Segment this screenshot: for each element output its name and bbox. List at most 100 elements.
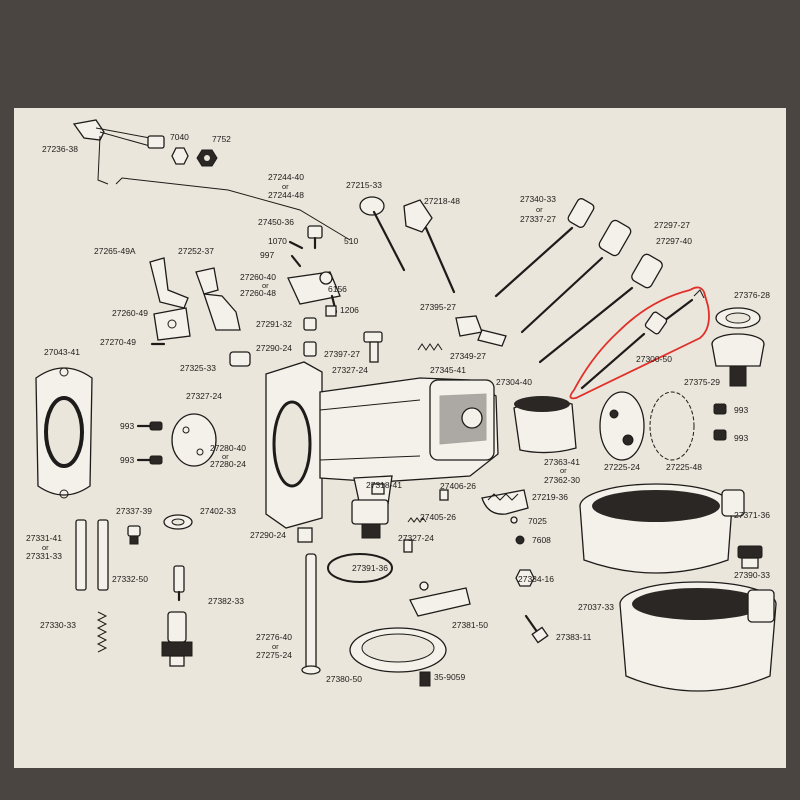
part-lever-27252-37 [149,257,241,331]
part-spring-27349-27 [417,343,443,351]
part-screw-35-9059 [419,671,431,687]
label-993b: 993 [120,455,134,465]
label-27334-16: 27334-16 [518,574,554,584]
label-993a: 993 [120,421,134,431]
label-27406-26: 27406-26 [440,481,476,491]
label-27280-24: 27280-24 [210,459,246,469]
label-27304-40: 27304-40 [496,377,532,387]
part-choke-27218-48 [403,199,456,294]
part-needle-27300-50 [580,289,705,390]
label-27244-40: 27244-40 [268,172,304,182]
label-27276-40: 27276-40 [256,632,292,642]
part-washer-27402-33 [163,514,193,530]
label-27043-41: 27043-41 [44,347,80,357]
or-27244: or [282,182,289,191]
label-27318-41: 27318-41 [366,480,402,490]
part-screw-27327-24c [403,539,413,553]
label-27215-33: 27215-33 [346,180,382,190]
part-disc-27225-48 [649,391,695,461]
or-27363: or [560,466,567,475]
part-float-27381-50 [409,581,471,617]
label-27330-33: 27330-33 [40,620,76,630]
label-27382-33: 27382-33 [208,596,244,606]
part-bracket-27260-40 [287,271,341,314]
label-27376-28: 27376-28 [734,290,770,300]
part-needle-27297-27 [520,219,632,334]
part-bushing-27290-24 [303,341,317,357]
label-6156: 6156 [328,284,347,294]
part-plug-27390-33 [737,545,763,569]
label-27337-27: 27337-27 [520,214,556,224]
part-lever-27395-27 [455,315,507,347]
part-needle-27297-40 [538,253,663,364]
part-lever-27406-26 [439,489,449,501]
label-993c: 993 [734,405,748,415]
label-27371-36: 27371-36 [734,510,770,520]
label-27349-27: 27349-27 [450,351,486,361]
label-27290-24a: 27290-24 [256,343,292,353]
part-pin-7608 [515,535,525,545]
or-27276: or [272,642,279,651]
label-27363-41: 27363-41 [544,457,580,467]
label-27280-40: 27280-40 [210,443,246,453]
label-27325-33: 27325-33 [180,363,216,373]
part-control-rod [115,177,351,241]
label-27332-50: 27332-50 [112,574,148,584]
part-bowl-27371-36 [579,483,745,574]
part-screw-993-right-1 [713,403,727,415]
part-shaft-27276-40 [301,553,321,675]
label-1206: 1206 [340,305,359,315]
label-27327-24c: 27327-24 [398,533,434,543]
part-spring-27330-33 [96,611,108,653]
label-510: 510 [344,236,358,246]
part-float-27334-16 [515,569,535,587]
label-27375-29: 27375-29 [684,377,720,387]
label-27362-30: 27362-30 [544,475,580,485]
part-plug-27325-33 [229,351,251,367]
part-gasket-27280-40 [171,413,217,467]
part-screw-1206 [325,305,337,317]
part-pin-997 [290,254,302,268]
part-nozzle-27375-29 [711,333,765,387]
part-disc-27225-24 [599,391,645,461]
label-27390-33: 27390-33 [734,570,770,580]
label-27395-27: 27395-27 [420,302,456,312]
part-bowl-27037-33 [619,581,777,692]
part-nut-7752 [196,149,218,167]
part-seat-27382-33 [161,611,193,667]
part-flange-27043-41 [35,367,93,499]
label-27219-36: 27219-36 [532,492,568,502]
or-27280: or [222,452,229,461]
label-27260-49: 27260-49 [112,308,148,318]
part-choke-27215-33 [359,196,406,272]
label-27450-36: 27450-36 [258,217,294,227]
label-27260-48: 27260-48 [240,288,276,298]
label-27345-41: 27345-41 [430,365,466,375]
label-27218-48: 27218-48 [424,196,460,206]
label-27402-33: 27402-33 [200,506,236,516]
part-bushing-27290-24b [297,527,313,543]
highlight-outline [569,286,710,400]
label-27337-39: 27337-39 [116,506,152,516]
label-27291-32: 27291-32 [256,319,292,329]
label-27340-33: 27340-33 [520,194,556,204]
part-bracket-27260-49 [153,307,191,341]
part-screw-993-right-2 [713,429,727,441]
part-carburetor-body [265,361,499,539]
label-27037-33: 27037-33 [578,602,614,612]
part-screw-993-left-1 [136,421,163,431]
label-27380-50: 27380-50 [326,674,362,684]
label-27225-24: 27225-24 [604,462,640,472]
label-27236-38: 27236-38 [42,144,78,154]
label-27275-24: 27275-24 [256,650,292,660]
label-7608: 7608 [532,535,551,545]
label-27244-48: 27244-48 [268,190,304,200]
part-venturi-27363-41 [513,396,577,454]
part-drain-27383-11 [524,614,549,644]
label-27327-24b: 27327-24 [186,391,222,401]
label-27297-40: 27297-40 [656,236,692,246]
part-throttle-arm [72,119,165,185]
part-jet-27331-41 [75,519,109,591]
label-27270-49: 27270-49 [100,337,136,347]
